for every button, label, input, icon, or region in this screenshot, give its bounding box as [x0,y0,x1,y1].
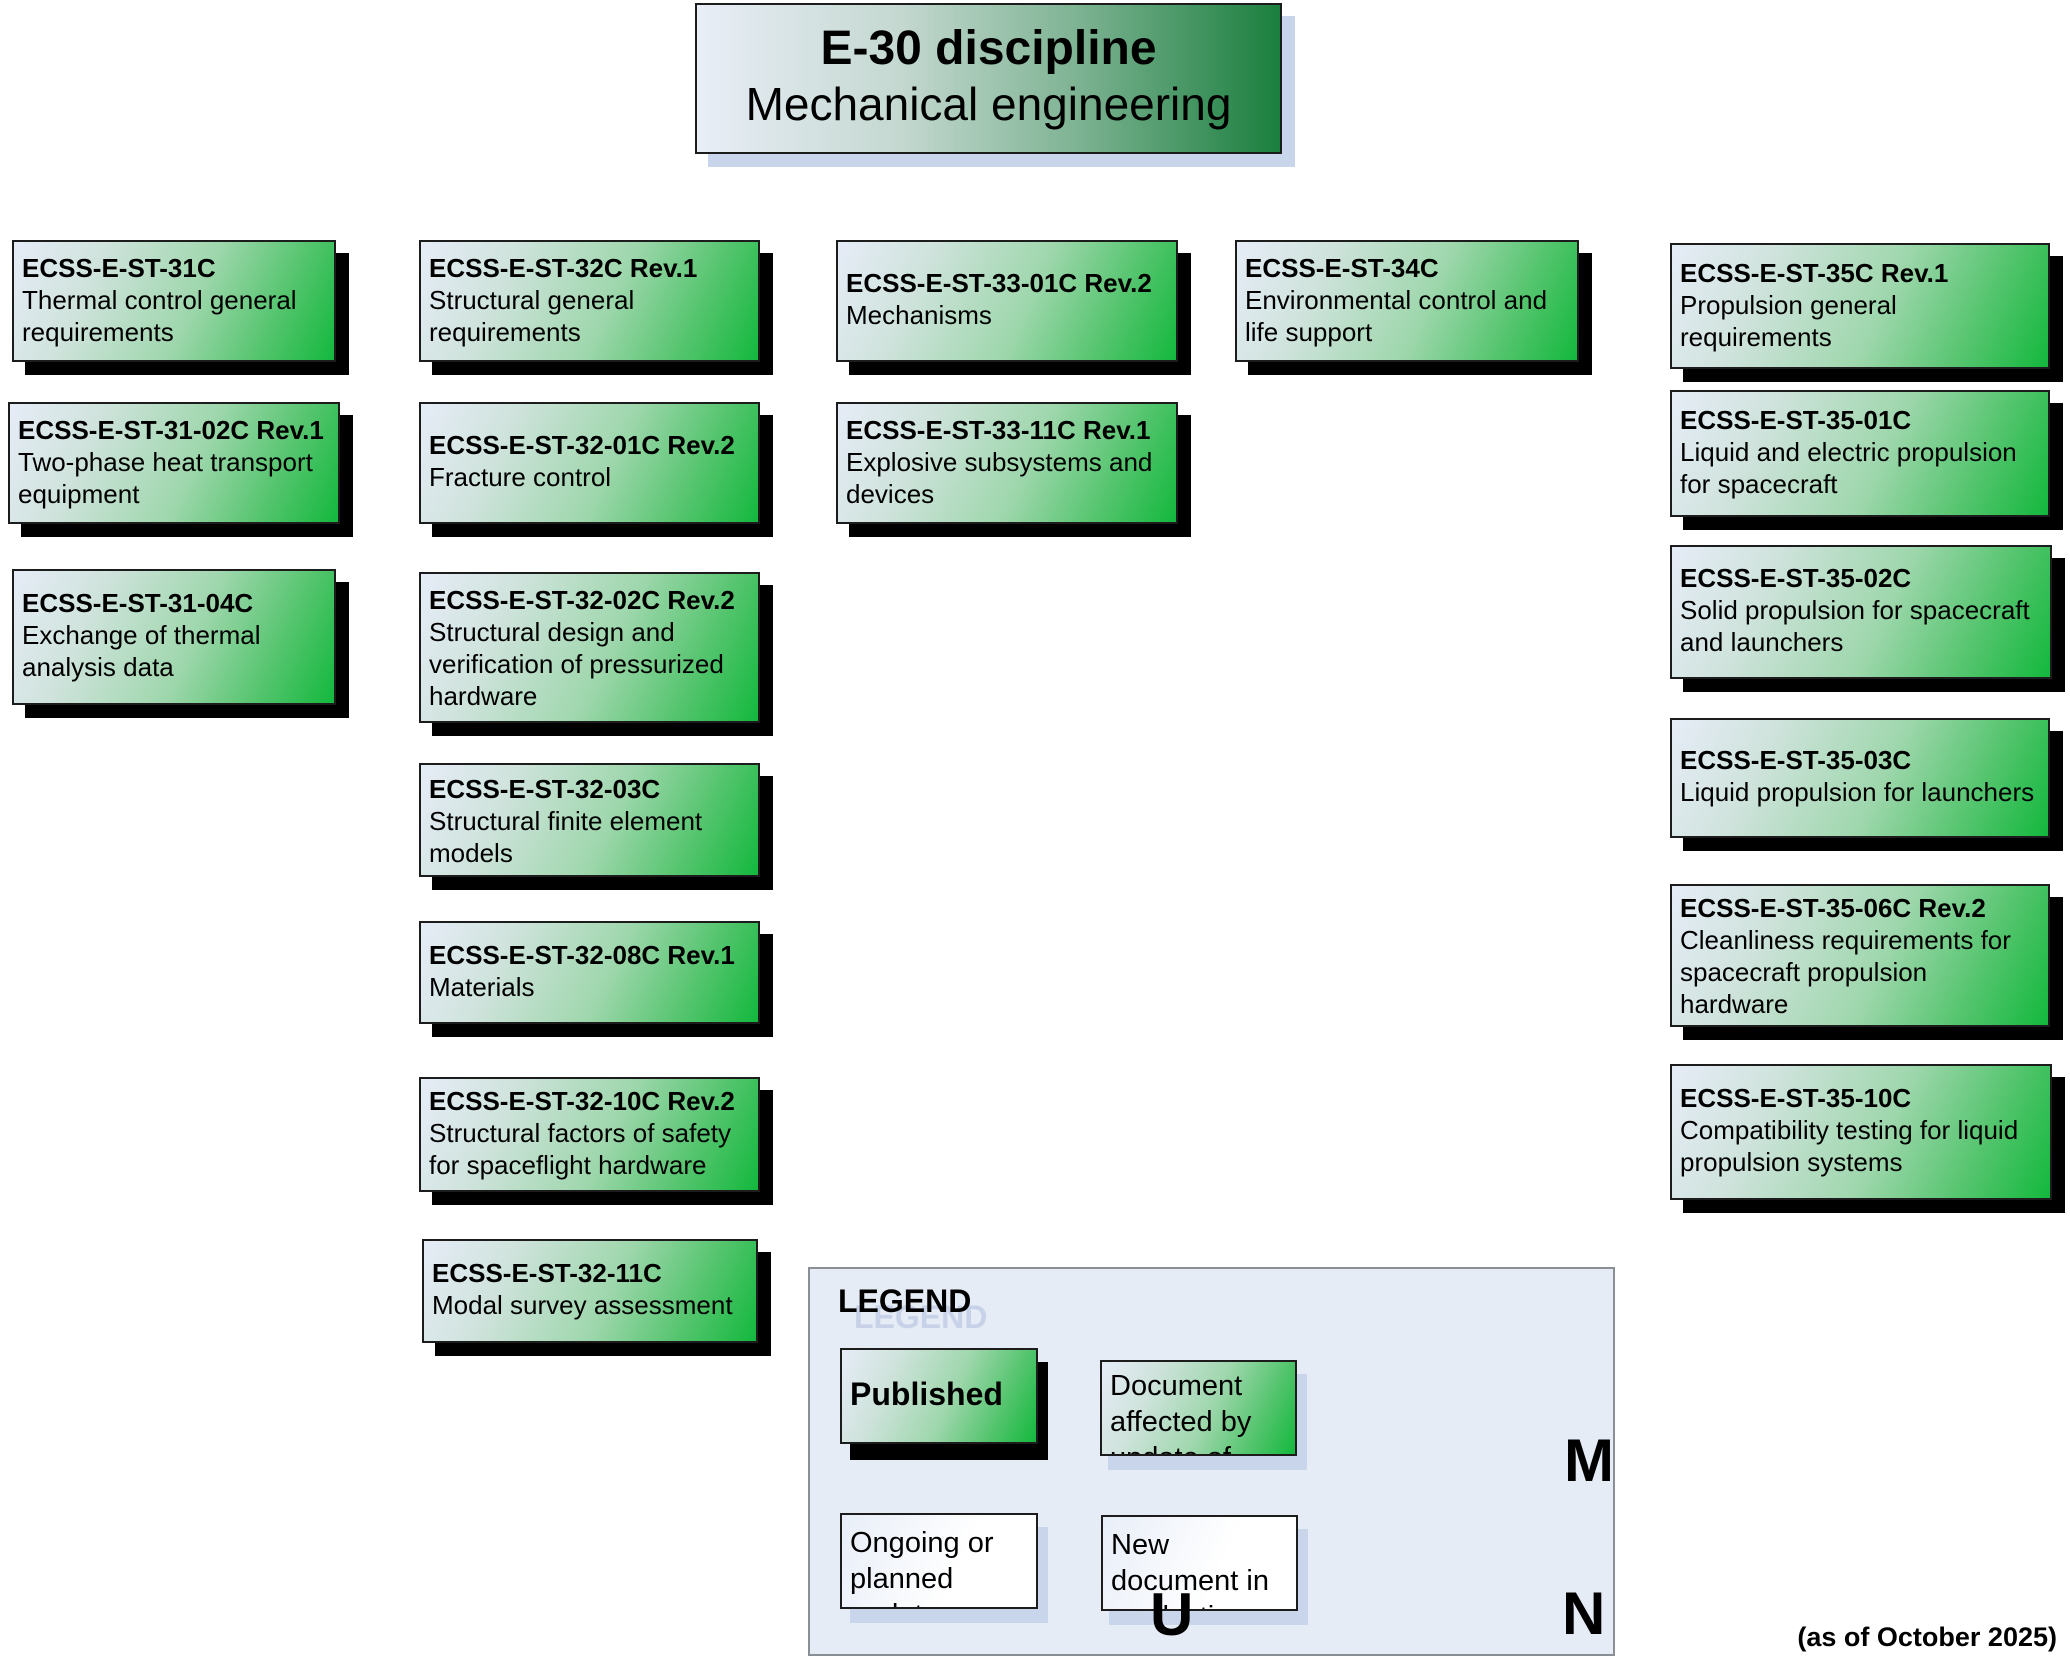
doc-node[interactable]: ECSS-E-ST-31C Thermal control general re… [12,240,349,375]
legend-item-published: Published [840,1348,1048,1460]
legend-item-box: Ongoing or planned update [840,1513,1038,1609]
doc-code: ECSS-E-ST-31C [22,253,216,283]
doc-box: ECSS-E-ST-35-03C Liquid propulsion for l… [1670,718,2050,838]
doc-node[interactable]: ECSS-E-ST-32-01C Rev.2 Fracture control [419,402,773,537]
legend-item-box: Published [840,1348,1038,1444]
legend-item-box: Document affected by update of other doc… [1100,1360,1297,1456]
doc-box: ECSS-E-ST-31C Thermal control general re… [12,240,336,362]
doc-box: ECSS-E-ST-32C Rev.1 Structural general r… [419,240,760,362]
doc-node[interactable]: ECSS-E-ST-34C Environmental control and … [1235,240,1592,375]
legend-item-label: Ongoing or planned update [850,1527,994,1607]
doc-node[interactable]: ECSS-E-ST-31-02C Rev.1 Two-phase heat tr… [8,402,353,537]
doc-title: Structural factors of safety for spacefl… [429,1118,732,1180]
legend-title-shadow: LEGEND [854,1299,988,1335]
doc-box: ECSS-E-ST-32-11C Modal survey assessment [422,1239,758,1343]
doc-title: Environmental control and life support [1245,285,1548,347]
doc-title: Explosive subsystems and devices [846,447,1153,509]
doc-node[interactable]: ECSS-E-ST-31-04C Exchange of thermal ana… [12,569,349,718]
doc-code: ECSS-E-ST-32-01C Rev.2 [429,430,735,460]
doc-box: ECSS-E-ST-32-02C Rev.2 Structural design… [419,572,760,723]
legend-item-label: Document affected by update of other doc… [1110,1370,1252,1454]
legend-item-label: New document in production [1111,1529,1269,1609]
doc-box: ECSS-E-ST-35-10C Compatibility testing f… [1670,1064,2052,1200]
doc-code: ECSS-E-ST-35-01C [1680,405,1912,435]
doc-box: ECSS-E-ST-33-01C Rev.2 Mechanisms [836,240,1178,362]
doc-box: ECSS-E-ST-32-01C Rev.2 Fracture control [419,402,760,524]
doc-code: ECSS-E-ST-31-02C Rev.1 [18,415,324,445]
doc-box: ECSS-E-ST-34C Environmental control and … [1235,240,1579,362]
doc-code: ECSS-E-ST-35-02C [1680,563,1912,593]
doc-title: Solid propulsion for spacecraft and laun… [1680,595,2030,657]
discipline-code: E-30 discipline [820,22,1157,75]
doc-title: Thermal control general requirements [22,285,297,347]
doc-node[interactable]: ECSS-E-ST-35-03C Liquid propulsion for l… [1670,718,2063,851]
doc-box: ECSS-E-ST-32-08C Rev.1 Materials [419,921,760,1024]
legend-item-new: New document in production [1101,1515,1308,1625]
doc-code: ECSS-E-ST-35-06C Rev.2 [1680,893,1986,923]
doc-title: Compatibility testing for liquid propuls… [1680,1115,2019,1177]
doc-title: Exchange of thermal analysis data [22,620,261,682]
doc-box: ECSS-E-ST-31-02C Rev.1 Two-phase heat tr… [8,402,340,524]
doc-node[interactable]: ECSS-E-ST-35-10C Compatibility testing f… [1670,1064,2065,1213]
doc-code: ECSS-E-ST-32C Rev.1 [429,253,698,283]
doc-code: ECSS-E-ST-31-04C [22,588,254,618]
doc-title: Liquid propulsion for launchers [1680,777,2035,807]
doc-code: ECSS-E-ST-35C Rev.1 [1680,258,1949,288]
doc-code: ECSS-E-ST-34C [1245,253,1439,283]
discipline-name: Mechanical engineering [745,78,1232,130]
legend-title: LEGEND [838,1283,972,1319]
doc-title: Liquid and electric propulsion for space… [1680,437,2017,499]
doc-box: ECSS-E-ST-32-10C Rev.2 Structural factor… [419,1077,760,1192]
doc-box: ECSS-E-ST-33-11C Rev.1 Explosive subsyst… [836,402,1178,524]
legend-item-affected: Document affected by update of other doc… [1100,1360,1307,1470]
marker-n: N [1562,1580,1606,1647]
marker-m: M [1564,1427,1614,1494]
doc-title: Structural general requirements [429,285,635,347]
legend-panel: LEGEND LEGEND Published Document affecte… [808,1267,1615,1656]
doc-title: Modal survey assessment [432,1290,733,1320]
doc-code: ECSS-E-ST-35-10C [1680,1083,1912,1113]
doc-box: ECSS-E-ST-35-02C Solid propulsion for sp… [1670,545,2052,679]
legend-item-box: New document in production [1101,1515,1298,1611]
doc-code: ECSS-E-ST-33-11C Rev.1 [846,415,1151,445]
doc-node[interactable]: ECSS-E-ST-35-01C Liquid and electric pro… [1670,390,2063,530]
doc-title: Structural finite element models [429,806,703,868]
legend-item-update: Ongoing or planned update [840,1513,1048,1623]
doc-box: ECSS-E-ST-32-03C Structural finite eleme… [419,763,760,877]
discipline-header: E-30 discipline Mechanical engineering [695,3,1295,167]
doc-box: ECSS-E-ST-35-01C Liquid and electric pro… [1670,390,2050,517]
doc-node[interactable]: ECSS-E-ST-32-08C Rev.1 Materials [419,921,773,1037]
doc-code: ECSS-E-ST-32-02C Rev.2 [429,585,735,615]
doc-box: ECSS-E-ST-31-04C Exchange of thermal ana… [12,569,336,705]
doc-node[interactable]: ECSS-E-ST-35-02C Solid propulsion for sp… [1670,545,2065,692]
doc-node[interactable]: ECSS-E-ST-32-10C Rev.2 Structural factor… [419,1077,773,1205]
doc-title: Fracture control [429,462,612,492]
doc-node[interactable]: ECSS-E-ST-32C Rev.1 Structural general r… [419,240,773,375]
doc-title: Propulsion general requirements [1680,290,1897,352]
doc-title: Two-phase heat transport equipment [18,447,313,509]
doc-node[interactable]: ECSS-E-ST-32-02C Rev.2 Structural design… [419,572,773,736]
doc-code: ECSS-E-ST-33-01C Rev.2 [846,268,1152,298]
header-box: E-30 discipline Mechanical engineering [695,3,1282,154]
doc-code: ECSS-E-ST-32-08C Rev.1 [429,939,735,970]
doc-box: ECSS-E-ST-35-06C Rev.2 Cleanliness requi… [1670,884,2050,1027]
doc-title: Materials [429,971,535,1002]
legend-item-label: Published [850,1376,1003,1412]
doc-code: ECSS-E-ST-32-11C [432,1258,662,1288]
doc-title: Structural design and verification of pr… [429,617,724,711]
doc-title: Cleanliness requirements for spacecraft … [1680,925,2011,1019]
doc-node[interactable]: ECSS-E-ST-33-11C Rev.1 Explosive subsyst… [836,402,1191,537]
doc-code: ECSS-E-ST-32-03C [429,774,661,804]
doc-node[interactable]: ECSS-E-ST-33-01C Rev.2 Mechanisms [836,240,1191,375]
doc-code: ECSS-E-ST-32-10C Rev.2 [429,1086,735,1116]
doc-title: Mechanisms [846,300,992,330]
doc-node[interactable]: ECSS-E-ST-32-11C Modal survey assessment [422,1239,771,1356]
as-of-date: (as of October 2025) [1797,1622,2057,1652]
doc-box: ECSS-E-ST-35C Rev.1 Propulsion general r… [1670,243,2050,369]
doc-node[interactable]: ECSS-E-ST-35-06C Rev.2 Cleanliness requi… [1670,884,2063,1040]
doc-node[interactable]: ECSS-E-ST-32-03C Structural finite eleme… [419,763,773,890]
doc-node[interactable]: ECSS-E-ST-35C Rev.1 Propulsion general r… [1670,243,2063,382]
marker-u: U [1150,1581,1194,1648]
doc-code: ECSS-E-ST-35-03C [1680,745,1912,775]
